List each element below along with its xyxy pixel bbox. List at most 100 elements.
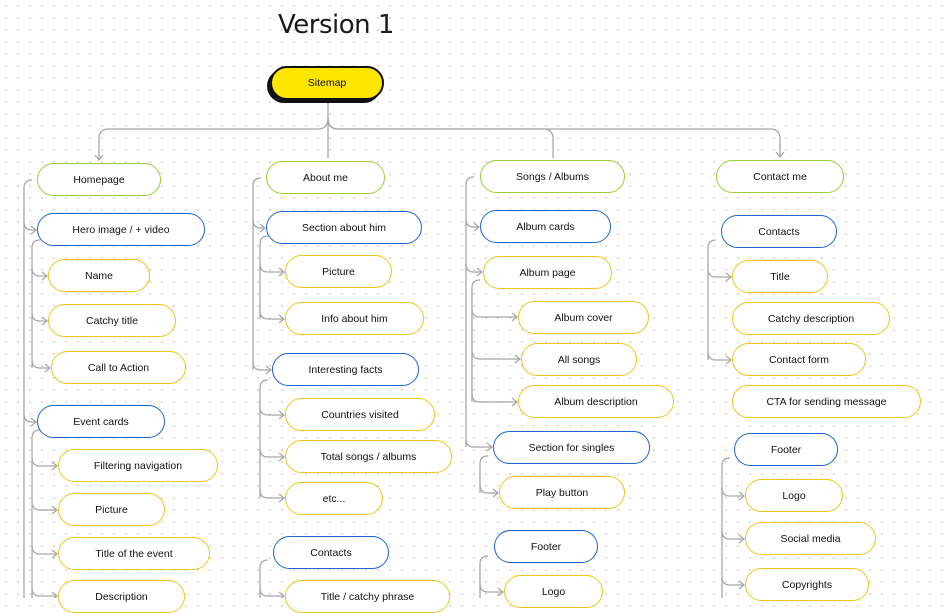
connector-lines — [23, 100, 785, 598]
col1-events-stub-2 — [31, 545, 57, 555]
col2-facts-arrow-2 — [278, 493, 286, 503]
col1-events-arrow-3 — [51, 591, 59, 598]
col2-main-arrow-0 — [259, 223, 267, 233]
col2-main-spine — [252, 177, 262, 370]
item-cta-sending-message[interactable]: CTA for sending message — [732, 385, 921, 418]
item-copyrights[interactable]: Copyrights — [745, 568, 869, 601]
item-title-catchy-phrase[interactable]: Title / catchy phrase — [285, 580, 450, 613]
item-logo-songs[interactable]: Logo — [504, 575, 603, 608]
col1-hero-arrow-0 — [41, 271, 49, 281]
col3-main-arrow-1 — [476, 267, 484, 277]
col4-footer-stub-2 — [721, 576, 744, 586]
col2-about-spine — [259, 235, 269, 319]
sitemap-canvas: Version 1 Sitemap Homepage Hero image / … — [23, 10, 921, 613]
col1-main-stub-1 — [23, 413, 36, 423]
col3-album-stub-2 — [471, 393, 517, 403]
item-picture-about[interactable]: Picture — [285, 255, 392, 288]
col2-about-stub-1 — [259, 310, 284, 320]
col2-main-stub-1 — [252, 361, 271, 371]
item-catchy-description[interactable]: Catchy description — [732, 302, 890, 335]
item-name[interactable]: Name — [48, 259, 150, 292]
group-interesting-facts[interactable]: Interesting facts — [272, 353, 419, 386]
col2-contacts-arrow-0 — [278, 591, 286, 598]
sitemap-root-node[interactable]: Sitemap — [270, 66, 384, 100]
item-picture[interactable]: Picture — [58, 493, 165, 526]
col1-hero-stub-2 — [31, 359, 50, 369]
col3-album-arrow-0 — [511, 312, 519, 322]
col2-facts-stub-1 — [259, 448, 284, 458]
section-songs-albums[interactable]: Songs / Albums — [480, 160, 625, 193]
col1-events-stub-1 — [31, 501, 57, 511]
col2-about-stub-0 — [259, 263, 284, 273]
col1-events-arrow-2 — [51, 549, 59, 559]
group-album-cards[interactable]: Album cards — [480, 210, 611, 243]
col4-footer-arrow-1 — [738, 534, 746, 544]
item-countries-visited[interactable]: Countries visited — [285, 398, 435, 431]
group-hero-image[interactable]: Hero image / + video — [37, 213, 205, 246]
section-about-me[interactable]: About me — [266, 161, 385, 194]
item-social-media[interactable]: Social media — [745, 522, 876, 555]
item-description[interactable]: Description — [58, 580, 185, 613]
col4-footer-spine — [721, 457, 731, 598]
col2-about-arrow-1 — [278, 314, 286, 324]
item-contact-form[interactable]: Contact form — [732, 343, 866, 376]
col4-contacts-stub-1 — [707, 351, 731, 361]
item-title-of-event[interactable]: Title of the event — [58, 537, 210, 570]
col2-contacts-stub-0 — [259, 587, 284, 597]
col3-singles-arrow-0 — [492, 488, 500, 498]
col3-album-arrow-2 — [511, 397, 519, 407]
col1-main-stub-0 — [23, 221, 36, 231]
col2-facts-stub-0 — [259, 406, 284, 416]
group-section-for-singles[interactable]: Section for singles — [493, 431, 650, 464]
item-total-songs-albums[interactable]: Total songs / albums — [285, 440, 452, 473]
col3-main-stub-2 — [465, 438, 492, 448]
col1-events-arrow-0 — [51, 461, 59, 471]
section-contact-me[interactable]: Contact me — [716, 160, 844, 193]
item-catchy-title[interactable]: Catchy title — [48, 304, 176, 337]
col3-main-stub-0 — [465, 218, 479, 228]
connector-root-songs — [327, 117, 554, 158]
col2-facts-spine — [259, 379, 269, 498]
item-etc[interactable]: etc... — [285, 482, 383, 515]
col3-footer-arrow-0 — [497, 587, 505, 597]
group-footer-songs[interactable]: Footer — [494, 530, 598, 563]
item-title-contact[interactable]: Title — [732, 260, 828, 293]
item-album-description[interactable]: Album description — [518, 385, 674, 418]
arrowhead-homepage — [94, 154, 104, 162]
col2-main-arrow-1 — [265, 365, 273, 375]
item-play-button[interactable]: Play button — [499, 476, 625, 509]
col2-facts-arrow-1 — [278, 452, 286, 462]
col4-footer-arrow-0 — [738, 491, 746, 501]
col3-main-arrow-2 — [486, 442, 494, 452]
col4-footer-stub-1 — [721, 530, 744, 540]
col3-main-arrow-0 — [473, 222, 481, 232]
col4-contacts-arrow-1 — [725, 355, 733, 365]
col3-album-arrow-1 — [514, 354, 522, 364]
item-call-to-action[interactable]: Call to Action — [51, 351, 186, 384]
col3-album-spine — [471, 279, 481, 402]
item-filtering-navigation[interactable]: Filtering navigation — [58, 449, 218, 482]
col4-footer-arrow-2 — [738, 580, 746, 590]
item-album-cover[interactable]: Album cover — [518, 301, 649, 334]
group-album-page[interactable]: Album page — [483, 256, 612, 289]
group-contacts-about[interactable]: Contacts — [273, 536, 389, 569]
col1-events-arrow-1 — [51, 505, 59, 515]
col4-contacts-arrow-0 — [725, 272, 733, 282]
col4-contacts-stub-0 — [707, 268, 731, 278]
group-footer-contact[interactable]: Footer — [734, 433, 838, 466]
col3-footer-spine — [479, 555, 489, 598]
item-info-about-him[interactable]: Info about him — [285, 302, 424, 335]
col1-hero-arrow-2 — [44, 363, 52, 373]
col2-about-arrow-0 — [278, 267, 286, 277]
group-event-cards[interactable]: Event cards — [37, 405, 165, 438]
group-section-about-him[interactable]: Section about him — [266, 211, 422, 244]
item-all-songs[interactable]: All songs — [521, 343, 637, 376]
section-homepage[interactable]: Homepage — [37, 163, 161, 196]
col3-main-stub-1 — [465, 263, 482, 273]
col1-hero-spine — [31, 239, 41, 368]
col2-contacts-spine — [259, 559, 269, 598]
col2-facts-stub-2 — [259, 489, 284, 499]
group-contacts[interactable]: Contacts — [721, 215, 837, 248]
arrowhead-contact — [775, 151, 785, 159]
item-logo-contact[interactable]: Logo — [745, 479, 843, 512]
